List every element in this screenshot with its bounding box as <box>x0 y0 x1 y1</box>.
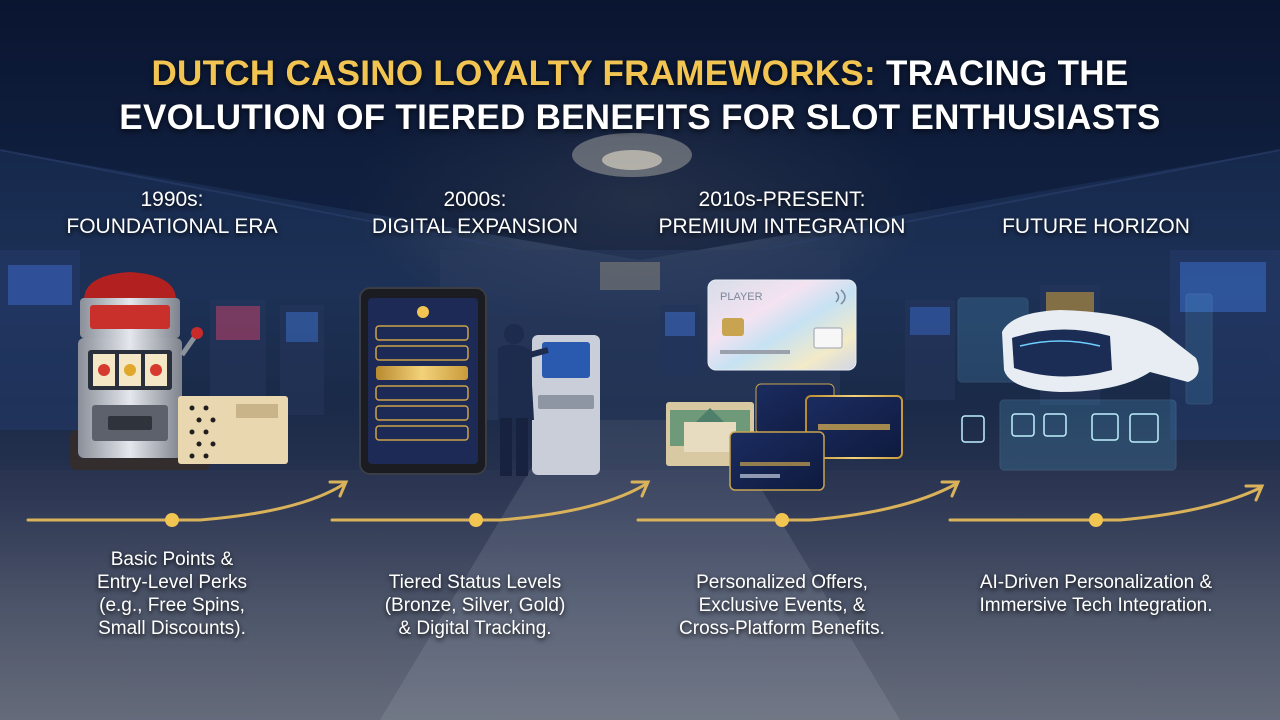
title-line-2: EVOLUTION OF TIERED BENEFITS FOR SLOT EN… <box>119 98 1161 137</box>
era-heading-2010s: 2010s-PRESENT: PREMIUM INTEGRATION <box>658 188 906 238</box>
era-heading-2000s: 2000s: DIGITAL EXPANSION <box>371 188 579 238</box>
slot-machine-illustration <box>70 272 288 470</box>
era-description-future: AI-Driven Personalization & Immersive Te… <box>979 572 1213 616</box>
title-highlight: DUTCH CASINO LOYALTY FRAMEWORKS: <box>151 54 876 93</box>
era-heading-future: FUTURE HORIZON <box>1002 215 1190 238</box>
era-heading-1990s: 1990s: FOUNDATIONAL ERA <box>66 188 278 238</box>
vr-headset-hologram-illustration <box>957 293 1213 471</box>
page-title: DUTCH CASINO LOYALTY FRAMEWORKS: TRACING… <box>0 52 1280 140</box>
tablet-illustration <box>359 287 487 475</box>
holographic-player-card: PLAYER <box>707 279 857 371</box>
vip-cards-and-hotel-illustration <box>666 383 903 491</box>
era-description-2000s: Tiered Status Levels (Bronze, Silver, Go… <box>384 572 566 639</box>
svg-text:PLAYER: PLAYER <box>720 291 763 303</box>
era-description-1990s: Basic Points & Entry-Level Perks (e.g., … <box>97 549 247 639</box>
timeline-nodes <box>165 513 1103 527</box>
era-description-2010s: Personalized Offers, Exclusive Events, &… <box>679 572 885 639</box>
kiosk-with-person-illustration <box>498 324 600 476</box>
title-continuation: TRACING THE <box>886 54 1129 93</box>
title-line-1: DUTCH CASINO LOYALTY FRAMEWORKS: TRACING… <box>0 52 1280 96</box>
timeline-arrows <box>26 480 1265 522</box>
